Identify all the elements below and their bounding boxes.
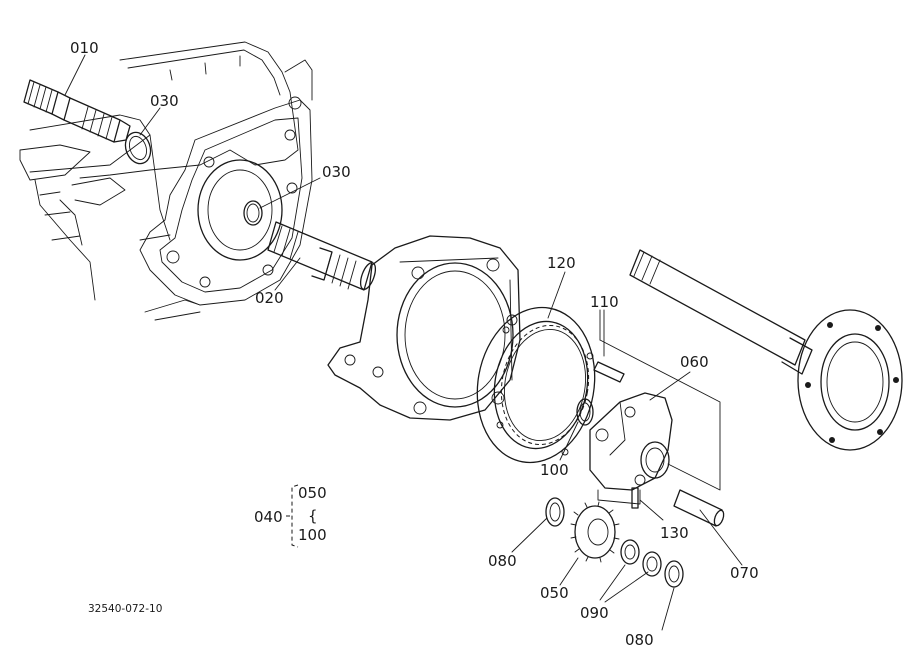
callout-130: 130 [660, 524, 689, 542]
axle-shaft [629, 249, 903, 451]
drawing-reference-code: 32540-072-10 [88, 603, 162, 615]
assembly-group-040: 040 050 { 100 [254, 484, 327, 548]
callout-060: 060 [680, 353, 709, 371]
callout-120: 120 [547, 254, 576, 272]
callout-090: 090 [580, 604, 609, 622]
assembly-bracket-lines [597, 309, 721, 505]
pin-110 [593, 361, 625, 383]
circlip-100 [576, 398, 594, 426]
planet-carrier-060 [589, 392, 673, 491]
group-member-050: 050 [298, 484, 327, 502]
final-drive-housing [327, 235, 521, 421]
callout-010: 010 [70, 39, 99, 57]
thrust-washer-080-left [545, 497, 565, 527]
callout-080-right: 080 [625, 631, 654, 649]
planet-gear-050 [570, 501, 620, 563]
thrust-washer-080-right [664, 560, 684, 588]
callout-050: 050 [540, 584, 569, 602]
callout-070: 070 [730, 564, 759, 582]
circlip-030-upper [124, 131, 152, 165]
needle-bearing-090-a [620, 539, 640, 565]
callout-110: 110 [590, 293, 619, 311]
leader-lines [64, 54, 743, 631]
callout-080-left: 080 [488, 552, 517, 570]
splined-shaft-010 [23, 79, 131, 143]
group-member-100: 100 [298, 526, 327, 544]
ring-gear-120 [476, 306, 596, 464]
callout-100: 100 [540, 461, 569, 479]
splined-shaft-020 [267, 221, 377, 291]
needle-bearing-090-b [642, 551, 662, 577]
group-label-040: 040 [254, 508, 283, 526]
callout-030-middle: 030 [322, 163, 351, 181]
callout-020: 020 [255, 289, 284, 307]
pin-130 [631, 487, 639, 509]
circlip-030-middle [243, 200, 263, 226]
callout-labels: 010 030 030 020 120 110 060 100 130 070 … [70, 39, 759, 649]
transmission-case [19, 41, 313, 321]
callout-030-upper: 030 [150, 92, 179, 110]
planet-shaft-070 [673, 489, 725, 527]
group-brace-glyph: { [308, 507, 318, 525]
